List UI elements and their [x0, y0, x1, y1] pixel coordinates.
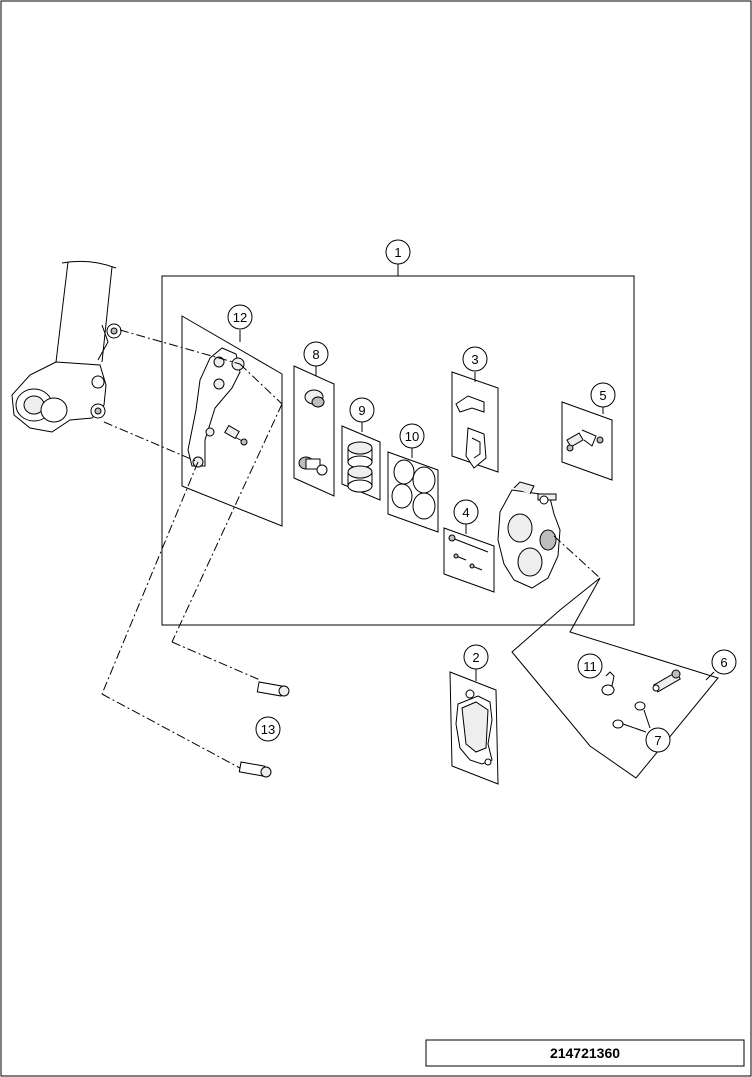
callout-11-label: 11	[583, 659, 597, 674]
callout-13: 13	[255, 716, 281, 742]
assembly-frame	[161, 275, 635, 626]
callout-10-label: 10	[405, 429, 419, 444]
drawing-code-box: 214721360	[425, 1039, 745, 1067]
callout-3: 3	[462, 346, 488, 372]
callout-1: 1	[385, 239, 411, 265]
callout-4-label: 4	[462, 505, 469, 520]
callout-10: 10	[399, 423, 425, 449]
banjo-bolt-icon	[601, 671, 615, 696]
mounting-bolt-icon	[256, 681, 290, 697]
callout-3-label: 3	[471, 352, 478, 367]
frame-3	[451, 371, 499, 473]
pad-spring-icon	[455, 395, 487, 469]
brake-caliper-icon	[497, 481, 561, 589]
callout-11: 11	[577, 653, 603, 679]
callout-6: 6	[711, 649, 737, 675]
fork-leg-icon	[11, 260, 122, 433]
callout-13-label: 13	[261, 722, 275, 737]
frame-9	[341, 425, 381, 501]
pistons-icon	[347, 441, 373, 493]
callout-12: 12	[227, 304, 253, 330]
callout-6-label: 6	[720, 655, 727, 670]
frame-10	[387, 451, 439, 533]
mounting-bolt-icon	[238, 761, 272, 778]
frame-6	[511, 577, 719, 779]
callout-1-label: 1	[394, 245, 401, 260]
callout-12-label: 12	[233, 310, 247, 325]
callout-7-label: 7	[654, 733, 661, 748]
frame-8	[293, 365, 335, 497]
piston-bleeder-icon	[298, 389, 328, 476]
callout-8: 8	[303, 341, 329, 367]
assembly-lines	[101, 329, 601, 769]
callout-4: 4	[453, 499, 479, 525]
callout-2: 2	[463, 644, 489, 670]
frame-5	[561, 401, 613, 481]
bleeder-screw-icon	[566, 429, 604, 452]
callout-9: 9	[349, 397, 375, 423]
seal-rings-icon	[391, 459, 436, 520]
pad-pin-kit-icon	[448, 534, 489, 571]
frame-4	[443, 527, 495, 593]
brake-pads-icon	[455, 689, 493, 766]
frame-2	[449, 671, 499, 785]
callout-5: 5	[590, 382, 616, 408]
callout-5-label: 5	[599, 388, 606, 403]
caliper-bracket-icon	[187, 347, 245, 468]
callout-9-label: 9	[358, 403, 365, 418]
banjo-fitting-icon	[652, 669, 681, 693]
sealing-washers-icon	[612, 701, 651, 733]
bracket-bolt-icon	[224, 424, 248, 446]
callout-8-label: 8	[312, 347, 319, 362]
drawing-code: 214721360	[550, 1045, 620, 1061]
callout-7: 7	[645, 727, 671, 753]
callout-2-label: 2	[472, 650, 479, 665]
frame-12	[181, 315, 283, 527]
